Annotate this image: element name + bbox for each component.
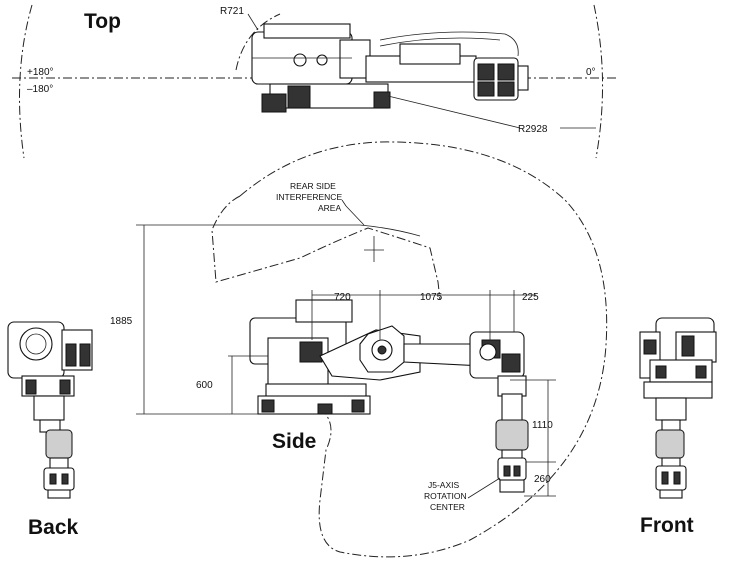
rear-interference-label-3: AREA [318,203,341,213]
angle-negative-label: –180° [27,84,53,95]
j5-label-3: CENTER [430,502,465,512]
rear-interference-area [211,195,441,301]
j5-label-2: ROTATION [424,491,467,501]
dim-offset: 225 [522,292,539,303]
dim-wrist-drop: 1110 [532,420,553,431]
front-view: Front [639,317,717,537]
rear-interference-label-2: INTERFERENCE [276,192,342,202]
side-robot-body [249,299,529,493]
top-inner-reach-arc [235,13,281,71]
side-reach-envelope [239,141,608,558]
dim-base-height: 600 [196,380,213,391]
top-robot-body [251,23,529,113]
side-view-title: Side [272,430,316,453]
top-outer-reach-arc-right [593,4,604,159]
radius-r2928-label: R2928 [518,124,548,135]
front-view-title: Front [640,514,694,537]
angle-positive-label: +180° [27,67,54,78]
back-view: Back [7,321,93,539]
dim-arm2: 1075 [420,292,443,303]
dim-total-height: 1885 [110,316,133,327]
top-outer-reach-arc-left [19,4,33,159]
top-view-title: Top [84,10,121,33]
side-view: Side REAR SIDE INTERFERENCE AREA 1885 60… [110,141,608,558]
radius-r721-label: R721 [220,6,244,17]
dim-arm1: 720 [334,292,351,303]
rear-interference-label-1: REAR SIDE [290,181,336,191]
dim-flange: 260 [534,474,551,485]
j5-label-1: J5-AXIS [428,480,460,490]
back-view-title: Back [28,516,79,539]
angle-zero-label: 0° [586,67,596,78]
top-view: Top +180° –180° 0° R721 R2928 [12,4,618,159]
